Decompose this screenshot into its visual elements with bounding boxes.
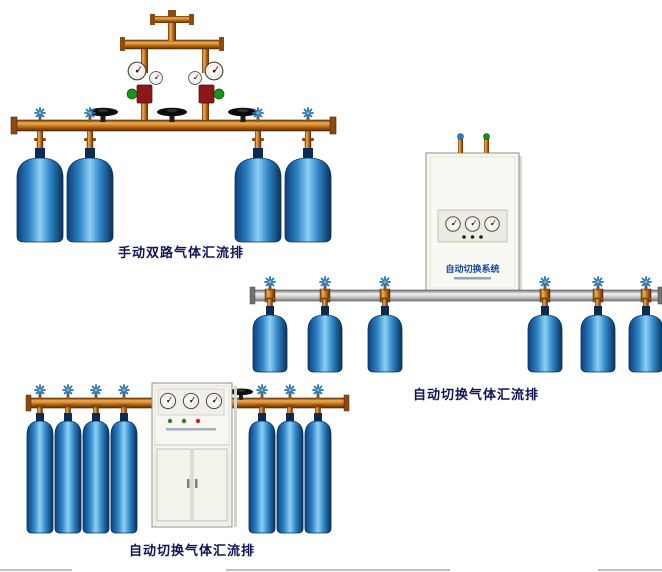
gas-cylinder xyxy=(82,404,110,534)
pressure-gauge xyxy=(188,71,202,85)
pressure-gauge xyxy=(182,392,200,410)
cabinet-label: 自动切换系统 xyxy=(445,263,499,275)
gas-cylinder xyxy=(26,404,54,534)
control-cabinet xyxy=(151,382,237,528)
gas-cylinder xyxy=(304,404,332,534)
gas-cylinder xyxy=(367,297,403,373)
pressure-gauge xyxy=(484,216,500,232)
door-handle xyxy=(195,479,198,488)
gas-cylinder xyxy=(527,297,563,373)
page-edge-fragment xyxy=(598,569,662,571)
blue-handwheel-valve xyxy=(284,384,296,400)
gas-cylinder xyxy=(628,297,662,373)
illustration-auto-switch-floor xyxy=(25,382,350,534)
manifold-pipe xyxy=(249,286,662,305)
blue-handwheel-valve xyxy=(118,384,130,400)
gas-cylinder xyxy=(16,137,64,243)
blue-handwheel-valve xyxy=(90,384,102,400)
control-cabinet: 自动切换系统 xyxy=(425,133,522,295)
gas-cylinder xyxy=(248,404,276,534)
blue-handwheel-valve xyxy=(256,384,268,400)
pressure-regulator-left xyxy=(126,61,163,120)
cabinet-door-right xyxy=(192,448,228,522)
gas-cylinder xyxy=(276,404,304,534)
gas-cylinder-group xyxy=(252,297,662,373)
illustration-auto-switch-wall: 自动切换系统 xyxy=(249,133,662,373)
page-edge-fragment xyxy=(0,569,72,571)
gas-cylinder xyxy=(54,404,82,534)
blue-handwheel-valve xyxy=(34,384,46,400)
pressure-regulator-right xyxy=(188,61,225,120)
pressure-gauge xyxy=(204,61,224,81)
gas-cylinder xyxy=(252,297,288,373)
blue-handwheel-valve xyxy=(62,384,74,400)
pressure-gauge xyxy=(149,71,163,85)
cabinet-subtext-line xyxy=(166,428,216,431)
cabinet-subtext-line xyxy=(454,277,491,280)
cylinder-connectors xyxy=(37,131,311,142)
product-caption-auto-wall: 自动切换气体汇流排 xyxy=(412,388,539,403)
illustration-manual-dual-manifold xyxy=(10,10,337,243)
gas-cylinder xyxy=(580,297,616,373)
product-caption-auto-floor: 自动切换气体汇流排 xyxy=(128,544,255,559)
pressure-gauge xyxy=(464,216,481,232)
pressure-gauge xyxy=(159,392,177,410)
door-handle xyxy=(187,479,190,488)
cabinet-door-left xyxy=(156,448,192,522)
gas-cylinder xyxy=(110,404,138,534)
product-caption-manual-dual: 手动双路气体汇流排 xyxy=(117,246,244,261)
pressure-gauge xyxy=(445,216,461,232)
pressure-gauge xyxy=(127,61,147,81)
top-header-assembly xyxy=(120,10,224,73)
page-edge-fragment xyxy=(226,569,450,571)
pressure-gauge xyxy=(205,392,223,410)
gas-cylinder xyxy=(307,297,343,373)
blue-handwheel-valve xyxy=(312,384,324,400)
gas-cylinder xyxy=(66,137,114,243)
